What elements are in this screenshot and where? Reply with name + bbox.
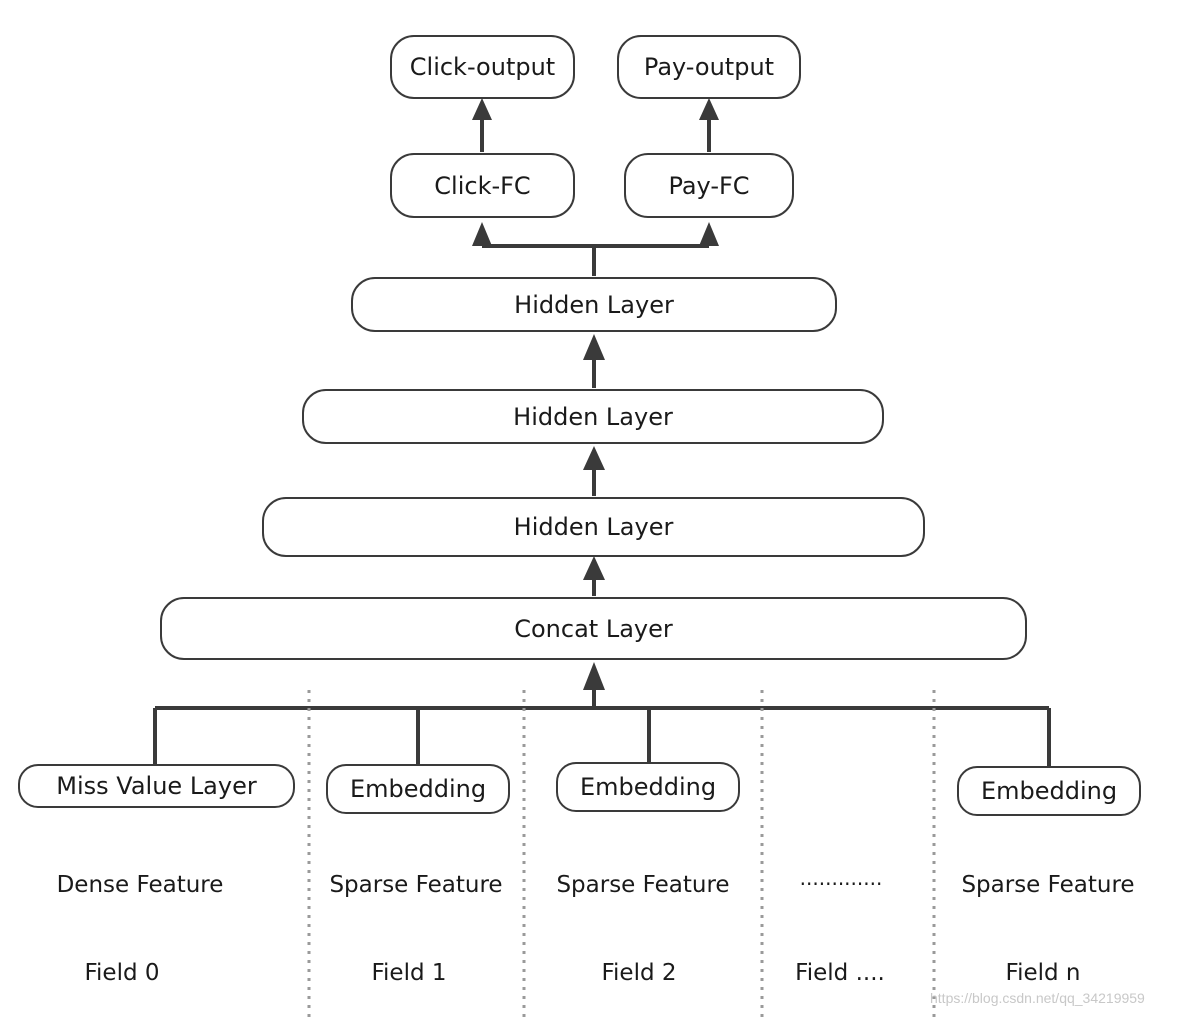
pay-fc-node: Pay-FC [624,153,794,218]
field-1-name: Field 1 [371,960,447,986]
hidden-layer-middle: Hidden Layer [302,389,884,444]
field-n-feature-label: Sparse Feature [961,872,1135,898]
hidden-layer-top: Hidden Layer [351,277,837,332]
arrowhead-pay-output [699,98,719,120]
field-ellipsis-name: Field .... [795,960,885,986]
arrowhead-hidden-3 [583,334,605,360]
field-n-name: Field n [1005,960,1081,986]
watermark: https://blog.csdn.net/qq_34219959 [930,990,1145,1006]
click-fc-node: Click-FC [390,153,575,218]
arrowhead-hidden-2 [583,446,605,470]
arrowhead-concat [583,662,605,690]
embedding-field-n: Embedding [957,766,1141,816]
concat-layer: Concat Layer [160,597,1027,660]
field-0-feature-label: Dense Feature [56,872,224,898]
embedding-field-2: Embedding [556,762,740,812]
pay-output-node: Pay-output [617,35,801,99]
field-1-feature-label: Sparse Feature [329,872,503,898]
field-0-name: Field 0 [84,960,160,986]
arrowhead-hidden-1 [583,556,605,580]
hidden-layer-bottom: Hidden Layer [262,497,925,557]
embedding-field-1: Embedding [326,764,510,814]
field-2-feature-label: Sparse Feature [556,872,730,898]
field-2-name: Field 2 [601,960,677,986]
click-output-node: Click-output [390,35,575,99]
arrowhead-click-output [472,98,492,120]
miss-value-layer: Miss Value Layer [18,764,295,808]
field-ellipsis-feature-label: ............. [799,866,883,890]
arrowhead-click-fc [472,222,492,246]
arrowhead-pay-fc [699,222,719,246]
